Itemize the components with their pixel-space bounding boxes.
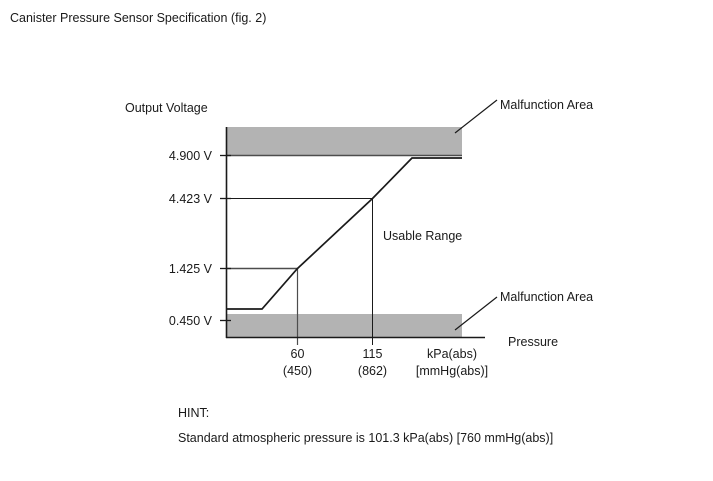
hint-block: HINT: Standard atmospheric pressure is 1… <box>178 401 553 451</box>
malfunction-band-lower <box>226 314 462 338</box>
x-axis-title: Pressure <box>508 335 558 349</box>
y-tick-label-4423v: 4.423 V <box>169 192 213 206</box>
y-tick-label-0450v: 0.450 V <box>169 314 213 328</box>
malfunction-area-upper-label: Malfunction Area <box>500 98 593 112</box>
y-axis-title: Output Voltage <box>125 101 208 115</box>
hint-heading: HINT: <box>178 406 210 420</box>
leader-line-malfunction-lower <box>454 296 498 331</box>
y-tick-label-4900v: 4.900 V <box>169 149 213 163</box>
x-tick-sublabel-115: (862) <box>358 364 387 378</box>
malfunction-area-lower-label: Malfunction Area <box>500 290 593 304</box>
hint-text: Standard atmospheric pressure is 101.3 k… <box>178 431 554 445</box>
x-tick-label-60: 60 <box>291 347 305 361</box>
x-unit-primary: kPa(abs) <box>427 347 477 361</box>
x-tick-label-115: 115 <box>363 347 383 361</box>
usable-range-label: Usable Range <box>383 229 462 243</box>
x-tick-sublabel-60: (450) <box>283 364 312 378</box>
y-tick-label-1425v: 1.425 V <box>169 262 213 276</box>
x-unit-secondary: [mmHg(abs)] <box>416 364 488 378</box>
sensor-output-curve <box>226 157 462 310</box>
leader-line-malfunction-upper <box>454 99 498 134</box>
page-title: Canister Pressure Sensor Specification (… <box>10 11 267 25</box>
malfunction-band-upper <box>226 127 462 155</box>
